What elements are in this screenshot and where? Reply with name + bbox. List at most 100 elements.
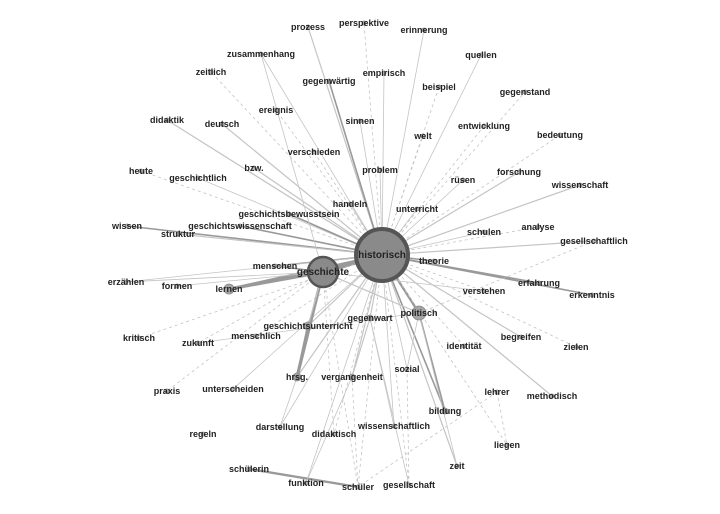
- edge-geschichte-praxis: [166, 271, 324, 392]
- node-unterscheiden[interactable]: [230, 386, 236, 392]
- edge-geschichte-verstehen: [322, 271, 485, 292]
- node-label-unterscheiden: unterscheiden: [202, 384, 264, 394]
- node-empirisch[interactable]: [381, 70, 387, 76]
- edge-historisch-erinnerung: [381, 29, 425, 256]
- node-label-zeit: zeit: [449, 461, 464, 471]
- node-bildung[interactable]: [441, 407, 449, 415]
- node-geschichte[interactable]: [306, 255, 340, 289]
- node-geschichtsunterricht[interactable]: [303, 321, 313, 331]
- edge-historisch-didaktisch: [333, 254, 383, 435]
- node-sozial[interactable]: [404, 366, 410, 372]
- node-problem[interactable]: [377, 167, 383, 173]
- node-didaktisch[interactable]: [331, 431, 337, 437]
- node-label-rusen: rüsen: [451, 175, 476, 185]
- node-gegenwartig[interactable]: [326, 78, 332, 84]
- node-menschlich[interactable]: [253, 333, 259, 339]
- node-geschichtlich[interactable]: [195, 175, 201, 181]
- node-label-geschichtlich: geschichtlich: [169, 173, 227, 183]
- node-label-erzahlen: erzählen: [108, 277, 145, 287]
- node-gesellschaft[interactable]: [406, 482, 412, 488]
- node-wissen[interactable]: [124, 223, 130, 229]
- node-gegenstand[interactable]: [522, 89, 528, 95]
- node-methodisch[interactable]: [549, 393, 555, 399]
- node-zukunft[interactable]: [195, 340, 201, 346]
- node-ereignis[interactable]: [273, 107, 279, 113]
- node-entwicklung[interactable]: [481, 123, 487, 129]
- node-lernen[interactable]: [223, 283, 235, 295]
- node-label-kritisch: kritisch: [123, 333, 155, 343]
- node-handeln[interactable]: [347, 201, 353, 207]
- node-erinnerung[interactable]: [421, 27, 427, 33]
- edge-historisch-erkenntnis: [381, 254, 593, 296]
- node-kritisch[interactable]: [136, 335, 142, 341]
- node-vergangenheit[interactable]: [348, 373, 356, 381]
- edge-gesellschaft-sozial: [406, 368, 410, 486]
- node-verstehen[interactable]: [481, 288, 487, 294]
- node-gegenwart[interactable]: [366, 314, 374, 322]
- node-erkenntnis[interactable]: [589, 292, 595, 298]
- node-schulen[interactable]: [481, 229, 487, 235]
- node-zielen[interactable]: [573, 344, 579, 350]
- node-politisch[interactable]: [411, 305, 427, 321]
- node-didaktik[interactable]: [164, 117, 170, 123]
- node-beispiel[interactable]: [436, 84, 442, 90]
- node-darstellung[interactable]: [277, 424, 283, 430]
- node-erzahlen[interactable]: [123, 279, 129, 285]
- node-menschen[interactable]: [272, 263, 278, 269]
- node-lehrer[interactable]: [494, 389, 500, 395]
- node-funktion[interactable]: [303, 480, 309, 486]
- edge-historisch-gesellschaftlich: [381, 240, 595, 256]
- edge-historisch-struktur: [177, 233, 383, 256]
- node-zeitlich[interactable]: [208, 69, 214, 75]
- node-identitat[interactable]: [461, 343, 467, 349]
- node-erfahrung[interactable]: [536, 280, 542, 286]
- node-prozess[interactable]: [305, 24, 311, 30]
- node-welt[interactable]: [420, 133, 426, 139]
- node-quellen[interactable]: [478, 52, 484, 58]
- node-label-unterricht: unterricht: [396, 204, 438, 214]
- node-zeit[interactable]: [454, 463, 460, 469]
- node-wissenschaft[interactable]: [577, 182, 583, 188]
- node-label-geschichtsunterricht: geschichtsunterricht: [263, 321, 352, 331]
- node-label-erkenntnis: erkenntnis: [569, 290, 615, 300]
- node-label-liegen: liegen: [494, 440, 520, 450]
- node-label-sinnen: sinnen: [345, 116, 374, 126]
- node-label-praxis: praxis: [154, 386, 181, 396]
- node-geschichtswissenschaft[interactable]: [237, 223, 243, 229]
- node-sinnen[interactable]: [357, 118, 363, 124]
- node-perspektive[interactable]: [361, 20, 367, 26]
- edge-historisch-methodisch: [381, 254, 553, 397]
- node-label-zukunft: zukunft: [182, 338, 214, 348]
- node-label-beispiel: beispiel: [422, 82, 456, 92]
- node-analyse[interactable]: [535, 224, 541, 230]
- node-forschung[interactable]: [516, 169, 522, 175]
- node-label-verschieden: verschieden: [288, 147, 341, 157]
- edge-historisch-funktion: [305, 254, 383, 484]
- node-wissenschaftlich[interactable]: [391, 423, 397, 429]
- node-struktur[interactable]: [175, 231, 181, 237]
- node-begreifen[interactable]: [518, 334, 524, 340]
- node-deutsch[interactable]: [219, 121, 225, 127]
- node-schulerin[interactable]: [246, 466, 252, 472]
- node-bedeutung[interactable]: [557, 132, 563, 138]
- node-theorie[interactable]: [431, 258, 437, 264]
- node-hrsg[interactable]: [292, 372, 302, 382]
- node-regeln[interactable]: [200, 431, 206, 437]
- edge-historisch-kritisch: [138, 254, 383, 339]
- node-historisch[interactable]: [354, 227, 410, 283]
- node-formen[interactable]: [174, 283, 180, 289]
- node-verschieden[interactable]: [311, 149, 317, 155]
- edge-historisch-schuler: [357, 254, 383, 488]
- node-gesellschaftlich[interactable]: [591, 238, 597, 244]
- node-liegen[interactable]: [504, 442, 510, 448]
- node-geschichtsbewusstsein[interactable]: [286, 211, 292, 217]
- node-heute[interactable]: [138, 168, 144, 174]
- node-label-gegenwartig: gegenwärtig: [302, 76, 355, 86]
- node-rusen[interactable]: [460, 177, 466, 183]
- node-zusammenhang[interactable]: [258, 51, 264, 57]
- node-praxis[interactable]: [164, 388, 170, 394]
- node-schuler[interactable]: [355, 484, 361, 490]
- edge-lehrer-schuler: [357, 391, 498, 488]
- node-bzw[interactable]: [251, 165, 257, 171]
- node-unterricht[interactable]: [414, 206, 420, 212]
